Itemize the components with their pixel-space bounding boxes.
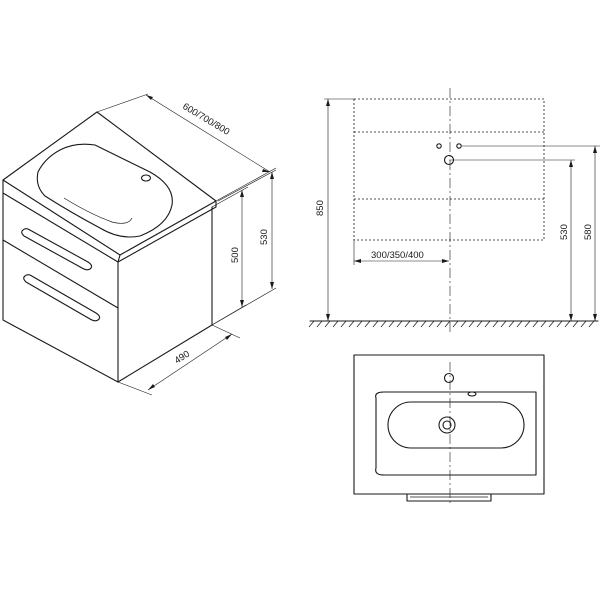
total-height-dimension-left: 530 (211, 169, 277, 326)
cabinet-height-label: 500 (230, 247, 241, 263)
drain-symbol (443, 154, 575, 166)
tap-hole-symbols (436, 143, 600, 149)
front-elevation-view: 850 300/350/400 530 580 (308, 88, 600, 332)
width-dimension: 600/700/800 (96, 93, 277, 202)
basin-height-label-right: 530 (559, 224, 570, 240)
overall-height-dimension: 850 (315, 98, 354, 321)
basin-bowl (375, 391, 537, 476)
depth-label: 490 (173, 349, 192, 367)
depth-dimension: 490 (117, 324, 241, 396)
basin-bowl-inner (387, 401, 525, 449)
overflow-slot (467, 391, 477, 397)
drain-hole (438, 416, 456, 434)
tap-hole (443, 372, 455, 384)
overall-height-label: 850 (315, 200, 326, 216)
drain-hole-inner (442, 420, 452, 430)
basin-top (2, 111, 217, 263)
floor-line (308, 320, 599, 328)
basin-outline (353, 354, 545, 495)
drawer-handle-bottom (23, 274, 101, 322)
drain-offset-label: 300/350/400 (371, 250, 424, 261)
cabinet-height-dimension: 500 (211, 186, 249, 326)
total-height-label-left: 530 (259, 229, 270, 245)
cabinet-outline-dashed (353, 98, 545, 241)
drain-offset-dimension: 300/350/400 (353, 240, 449, 265)
tap-height-label-right: 580 (583, 224, 594, 240)
drawer-handle-top (21, 228, 93, 271)
drawer-edge (406, 493, 492, 502)
top-plan-view (353, 354, 545, 506)
isometric-cabinet-view: 600/700/800 530 500 490 (2, 93, 277, 396)
basin-height-dimension-right: 530 (559, 160, 573, 321)
tap-height-dimension-right: 580 (583, 146, 597, 321)
